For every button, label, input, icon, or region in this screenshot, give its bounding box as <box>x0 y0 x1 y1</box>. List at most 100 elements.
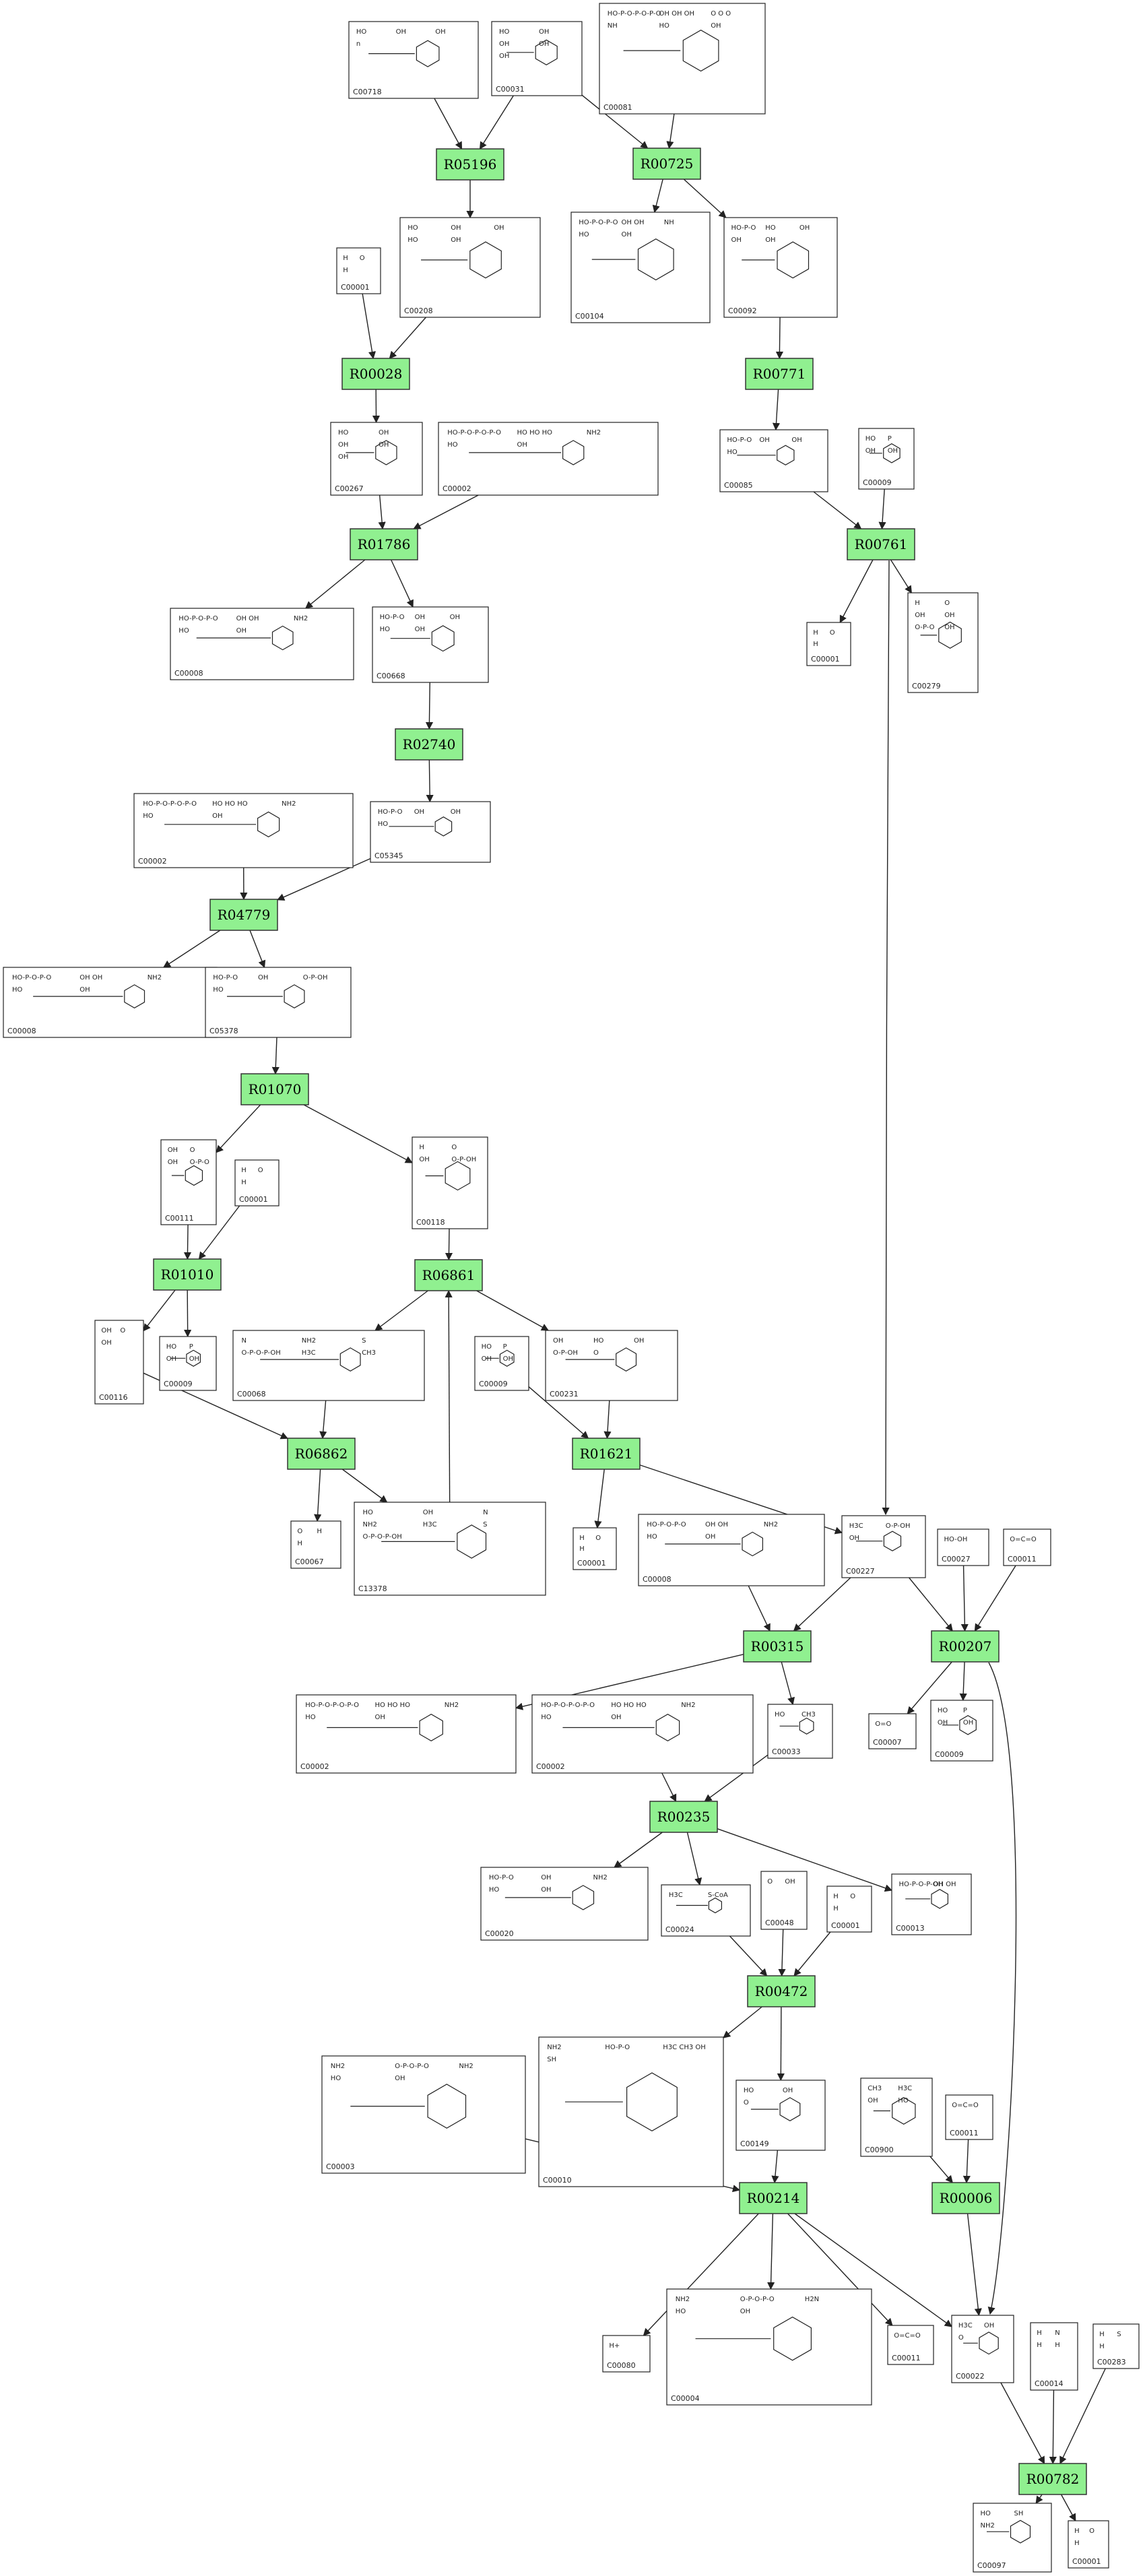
structure-drawing <box>565 1347 637 1372</box>
reaction-R05196[interactable]: R05196 <box>436 148 504 181</box>
reaction-R04779[interactable]: R04779 <box>209 899 278 931</box>
reaction-R02740[interactable]: R02740 <box>395 728 463 761</box>
atom-label: OH <box>849 1535 859 1542</box>
reaction-R00771[interactable]: R00771 <box>745 358 814 390</box>
atom-label: HO-P-O-P-O <box>647 1521 686 1528</box>
atom-label: NH2 <box>981 2522 995 2530</box>
reaction-R01621[interactable]: R01621 <box>572 1438 641 1470</box>
compound-id-label: C00231 <box>550 1390 579 1398</box>
structure-drawing <box>196 625 294 651</box>
atom-label: OH <box>189 1355 199 1363</box>
structure-drawing <box>389 816 453 837</box>
compound-id-label: C05378 <box>209 1027 238 1035</box>
ring-shape <box>257 811 280 837</box>
compound-C00080[interactable]: H+C00080 <box>602 2335 651 2373</box>
reaction-R00315[interactable]: R00315 <box>743 1630 812 1663</box>
reaction-R00761[interactable]: R00761 <box>847 528 915 560</box>
reaction-R00235[interactable]: R00235 <box>649 1801 718 1833</box>
reaction-R00725[interactable]: R00725 <box>632 148 701 180</box>
compound-box <box>372 606 489 683</box>
reaction-R00782[interactable]: R00782 <box>1018 2463 1087 2495</box>
structure-drawing <box>665 1531 764 1557</box>
reaction-R06861[interactable]: R06861 <box>414 1259 483 1291</box>
reaction-R00472[interactable]: R00472 <box>747 1975 816 2007</box>
atom-label: H <box>1099 2331 1105 2338</box>
reaction-R00006[interactable]: R00006 <box>931 2182 1000 2214</box>
compound-id-label: C00001 <box>239 1195 268 1204</box>
reaction-R01786[interactable]: R01786 <box>350 528 418 560</box>
reaction-R01070[interactable]: R01070 <box>240 1073 309 1105</box>
reaction-R06862[interactable]: R06862 <box>287 1438 356 1470</box>
reaction-R00028[interactable]: R00028 <box>341 358 410 390</box>
reaction-R00207[interactable]: R00207 <box>931 1630 1000 1663</box>
reaction-R01010[interactable]: R01010 <box>153 1258 222 1291</box>
atom-label: OH <box>944 612 954 619</box>
atom-label: OH <box>338 441 348 449</box>
ring-shape <box>572 1885 595 1910</box>
structure-drawing <box>963 2331 999 2355</box>
ring-shape <box>469 241 502 279</box>
ring-shape <box>655 1714 680 1741</box>
edge-R00235-to-C00024 <box>686 1832 702 1886</box>
ring-shape <box>682 30 719 72</box>
reaction-R00214[interactable]: R00214 <box>739 2182 808 2214</box>
structure-drawing <box>171 1165 203 1186</box>
